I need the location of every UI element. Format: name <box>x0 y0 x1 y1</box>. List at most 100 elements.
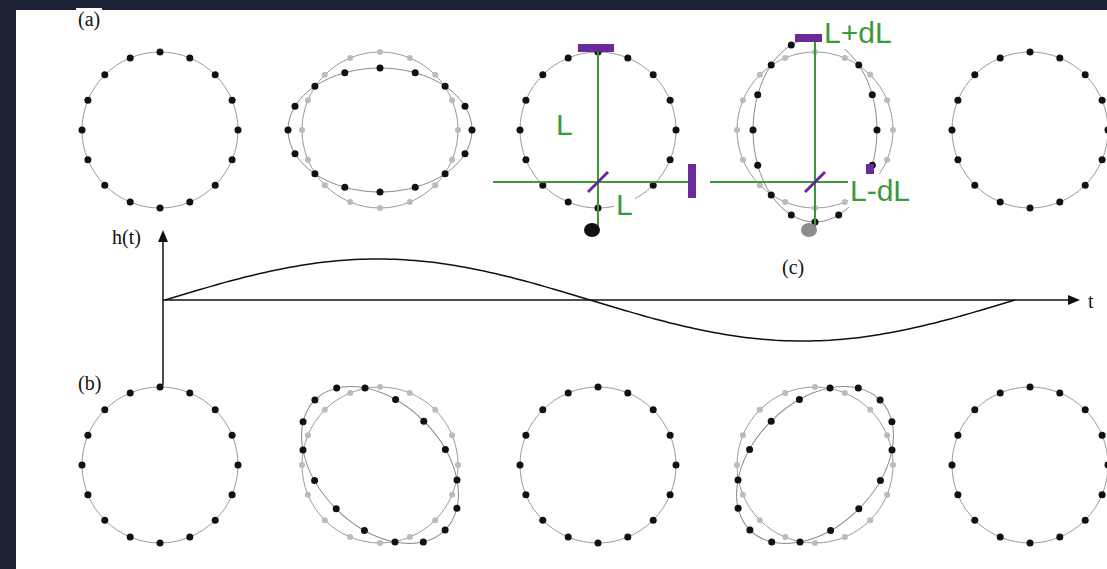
rest-position-dot <box>377 49 383 55</box>
rest-position-dot <box>740 432 746 438</box>
test-mass-dot <box>1082 406 1089 413</box>
test-mass-dot <box>127 534 134 541</box>
interferometer-arm <box>597 50 599 228</box>
test-mass-dot <box>1082 182 1089 189</box>
rest-position-dot <box>757 517 763 523</box>
test-mass-dot <box>127 389 134 396</box>
rest-position-dot <box>890 462 896 468</box>
rest-position-dot <box>432 517 438 523</box>
rest-position-dot <box>322 407 328 413</box>
test-mass-dot <box>788 212 795 219</box>
test-mass-dot <box>84 97 91 104</box>
test-mass-dot <box>454 477 461 484</box>
rest-position-dot <box>347 390 353 396</box>
axis-arrowhead <box>158 230 168 242</box>
test-mass-dot <box>565 534 572 541</box>
test-mass-dot <box>855 61 862 68</box>
test-mass-dot <box>874 127 881 134</box>
rest-position-dot <box>299 462 305 468</box>
test-mass-dot <box>1027 384 1034 391</box>
test-mass-dot <box>954 156 961 163</box>
ring-outline <box>952 387 1107 543</box>
rest-position-dot <box>432 182 438 188</box>
rest-position-dot <box>884 432 890 438</box>
arm-length: L+dL <box>822 16 894 49</box>
rest-position-dot <box>305 97 311 103</box>
rest-position-dot <box>867 517 873 523</box>
panel-label: (a) <box>76 8 102 30</box>
test-mass-dot <box>1056 389 1063 396</box>
interferometer-arm <box>710 181 870 183</box>
test-mass-dot <box>420 418 427 425</box>
test-mass-dot <box>127 199 134 206</box>
rest-position-dot <box>305 157 311 163</box>
rest-position-dot <box>782 534 788 540</box>
rest-position-dot <box>407 390 413 396</box>
rest-position-dot <box>432 72 438 78</box>
test-mass-dot <box>127 54 134 61</box>
rest-position-dot <box>449 492 455 498</box>
test-mass-dot <box>768 538 775 545</box>
white-panel <box>16 10 1107 569</box>
test-mass-dot <box>565 389 572 396</box>
test-mass-dot <box>877 477 884 484</box>
test-mass-dot <box>362 385 369 392</box>
test-mass-dot <box>888 418 895 425</box>
rest-position-dot <box>377 205 383 211</box>
test-mass-dot <box>997 534 1004 541</box>
beam-splitter <box>588 172 608 192</box>
test-mass-dot <box>855 385 862 392</box>
test-mass-dot <box>186 199 193 206</box>
rest-position-dot <box>867 407 873 413</box>
rest-position-dot <box>757 72 763 78</box>
test-mass-dot <box>650 517 657 524</box>
rest-position-dot <box>299 127 305 133</box>
ring-outline <box>520 387 676 543</box>
test-mass-dot <box>1082 517 1089 524</box>
test-mass-dot <box>1056 534 1063 541</box>
rest-position-dot <box>377 384 383 390</box>
test-mass-dot <box>650 71 657 78</box>
test-mass-dot <box>101 71 108 78</box>
test-mass-dot <box>157 540 164 547</box>
test-mass-dot <box>101 517 108 524</box>
test-mass-dot <box>954 432 961 439</box>
arm-length: L <box>554 108 575 141</box>
deformed-ring <box>706 356 924 569</box>
test-mass-dot <box>292 150 299 157</box>
test-mass-dot <box>746 527 753 534</box>
test-mass-dot <box>377 189 384 196</box>
test-mass-dot <box>229 432 236 439</box>
test-mass-dot <box>827 385 834 392</box>
test-mass-dot <box>157 49 164 56</box>
rest-position-dot <box>322 182 328 188</box>
test-mass-dot <box>1099 97 1106 104</box>
test-mass-dot <box>235 462 242 469</box>
test-mass-dot <box>157 205 164 212</box>
test-mass-dot <box>949 127 956 134</box>
test-mass-dot <box>469 127 476 134</box>
test-mass-dot <box>954 97 961 104</box>
test-mass-dot <box>229 156 236 163</box>
test-mass-dot <box>333 505 340 512</box>
test-mass-dot <box>673 462 680 469</box>
test-mass-dot <box>997 199 1004 206</box>
test-mass-dot <box>392 539 399 546</box>
test-mass-dot <box>311 396 318 403</box>
test-mass-dot <box>462 103 469 110</box>
test-mass-dot <box>442 527 449 534</box>
test-mass-dot <box>754 91 761 98</box>
test-mass-dot <box>539 71 546 78</box>
test-mass-dot <box>595 540 602 547</box>
test-mass-dot <box>1027 205 1034 212</box>
test-mass-dot <box>624 389 631 396</box>
rest-position-dot <box>734 127 740 133</box>
axis-arrowhead <box>1068 295 1080 305</box>
test-mass-dot <box>735 505 742 512</box>
beam-splitter <box>805 172 825 192</box>
interferometer-arm <box>814 40 816 228</box>
deformed-ring <box>288 68 472 192</box>
test-mass-dot <box>1056 199 1063 206</box>
rest-position-dot <box>842 199 848 205</box>
panel-label: (b) <box>76 372 103 394</box>
